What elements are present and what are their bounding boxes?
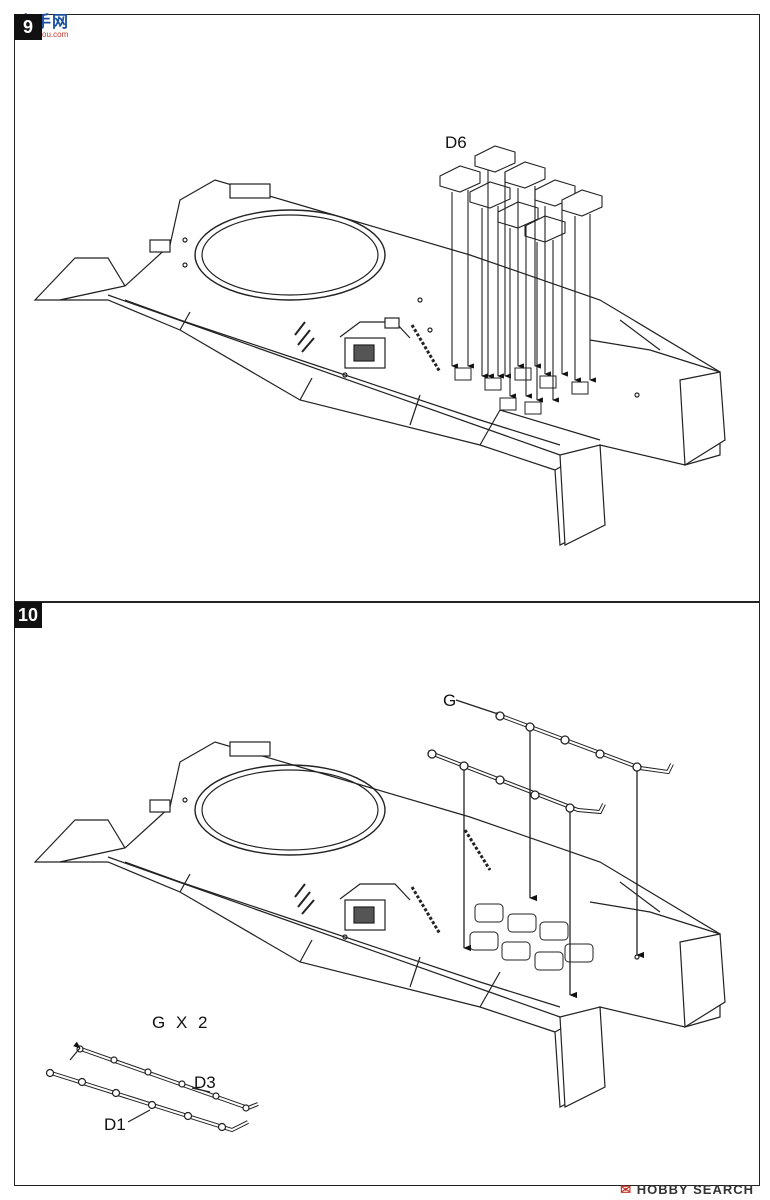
mounting-blocks [454,367,589,415]
label-g: G [443,691,456,710]
label-d1: D1 [104,1115,126,1134]
footer-brand: ✉ HOBBY SEARCH [620,1182,754,1197]
label-d3: D3 [194,1073,216,1092]
footer-brand-text: HOBBY SEARCH [636,1182,754,1197]
hull-top-view [33,179,726,546]
part-d6-group [439,145,603,403]
step-number-9: 9 [14,14,42,40]
part-g-rails [427,699,674,999]
installed-pads [469,903,594,971]
step-number-10: 10 [14,602,42,628]
label-gx2: G X 2 [152,1013,210,1032]
hull-top-view-step10 [33,741,726,1108]
logo-subtext: gao.shou.com [18,30,69,39]
sub-assembly-g [45,1041,259,1133]
label-d6: D6 [445,133,467,152]
